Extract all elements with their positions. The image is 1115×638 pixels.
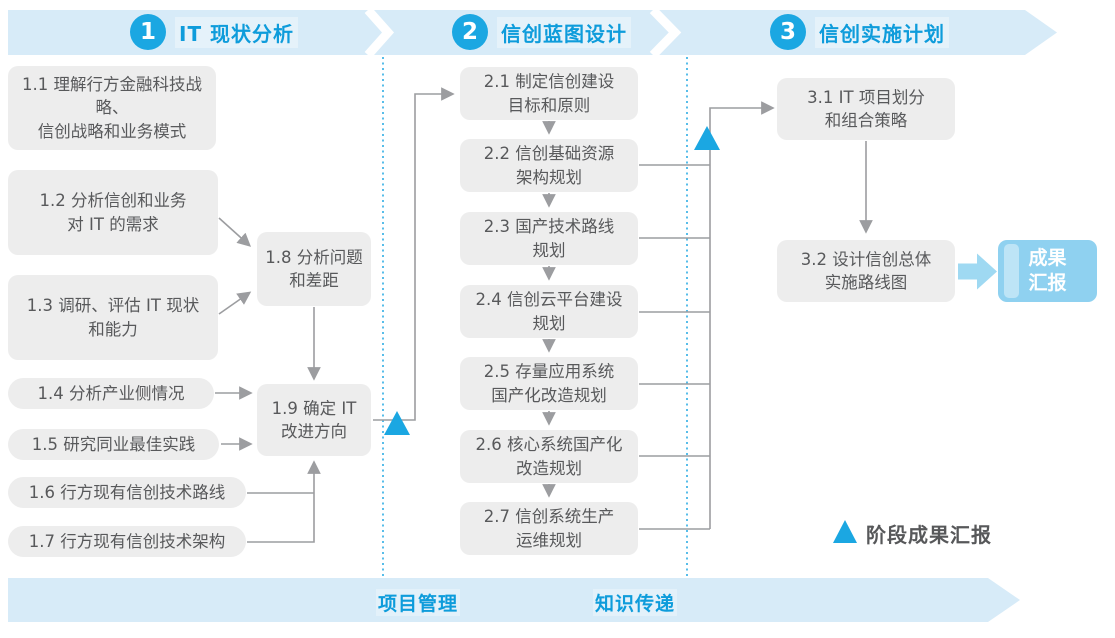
connector-1-7-to-1-9 (247, 460, 321, 543)
connector-1-3-to-1-8 (218, 291, 252, 315)
connector-1-2-to-1-8 (218, 217, 252, 247)
phase-3-header: 3 信创实施计划 (770, 14, 949, 50)
step-box-1-1: 1.1 理解行方金融科技战略、 信创战略和业务模式 (8, 66, 216, 150)
legend-label: 阶段成果汇报 (866, 523, 992, 547)
phase-2-milestone-triangle-icon (694, 126, 720, 150)
support-track-banner (8, 578, 1020, 622)
step-box-2-3: 2.3 国产技术路线 规划 (460, 212, 638, 265)
step-box-2-2: 2.2 信创基础资源 架构规划 (460, 139, 638, 192)
step-box-2-5: 2.5 存量应用系统 国产化改造规划 (460, 357, 638, 410)
connector-1-9-to-2-1 (373, 87, 455, 421)
banner-separator-chevron-1 (364, 7, 395, 58)
phase-1-number-badge: 1 (130, 14, 166, 50)
footer-label-knowledge-transfer: 知识传递 (593, 589, 678, 616)
step-box-2-1: 2.1 制定信创建设 目标和原则 (460, 67, 638, 120)
step-box-1-7: 1.7 行方现有信创技术架构 (8, 526, 246, 557)
step-box-1-3: 1.3 调研、评估 IT 现状 和能力 (8, 275, 218, 360)
phase-3-number-badge: 3 (770, 14, 806, 50)
step-box-1-8: 1.8 分析问题 和差距 (257, 232, 371, 306)
phase-2-header: 2 信创蓝图设计 (452, 14, 631, 50)
result-box-stripe (1004, 244, 1019, 298)
phase-1-header: 1 IT 现状分析 (130, 14, 299, 50)
legend-triangle-icon (833, 520, 857, 543)
phase-1-milestone-triangle-icon (384, 411, 410, 435)
banner-separator-chevron-2 (649, 6, 682, 59)
step-box-1-2: 1.2 分析信创和业务 对 IT 的需求 (8, 170, 218, 255)
phase-3-label: 信创实施计划 (815, 16, 949, 48)
step-box-1-9: 1.9 确定 IT 改进方向 (257, 384, 371, 456)
connector-collector-to-3-1 (709, 101, 775, 529)
step-box-1-6: 1.6 行方现有信创技术路线 (8, 477, 246, 508)
step-box-2-7: 2.7 信创系统生产 运维规划 (460, 502, 638, 555)
result-report-box: 成果 汇报 (998, 240, 1097, 302)
step-box-2-6: 2.6 核心系统国产化 改造规划 (460, 430, 638, 483)
phase-2-number-badge: 2 (452, 14, 488, 50)
phase-2-label: 信创蓝图设计 (497, 16, 631, 48)
step-box-3-1: 3.1 IT 项目划分 和组合策略 (777, 78, 955, 140)
process-phase-banner (8, 10, 1057, 55)
phase-1-label: IT 现状分析 (175, 16, 299, 48)
footer-label-project-management: 项目管理 (376, 589, 461, 616)
step-box-2-4: 2.4 信创云平台建设 规划 (460, 285, 638, 338)
step-box-1-5: 1.5 研究同业最佳实践 (8, 429, 219, 460)
step-box-3-2: 3.2 设计信创总体 实施路线图 (777, 240, 955, 302)
result-report-label: 成果 汇报 (1028, 247, 1067, 294)
block-arrow-3-2-to-result (958, 253, 997, 290)
step-box-1-4: 1.4 分析产业侧情况 (8, 378, 214, 409)
